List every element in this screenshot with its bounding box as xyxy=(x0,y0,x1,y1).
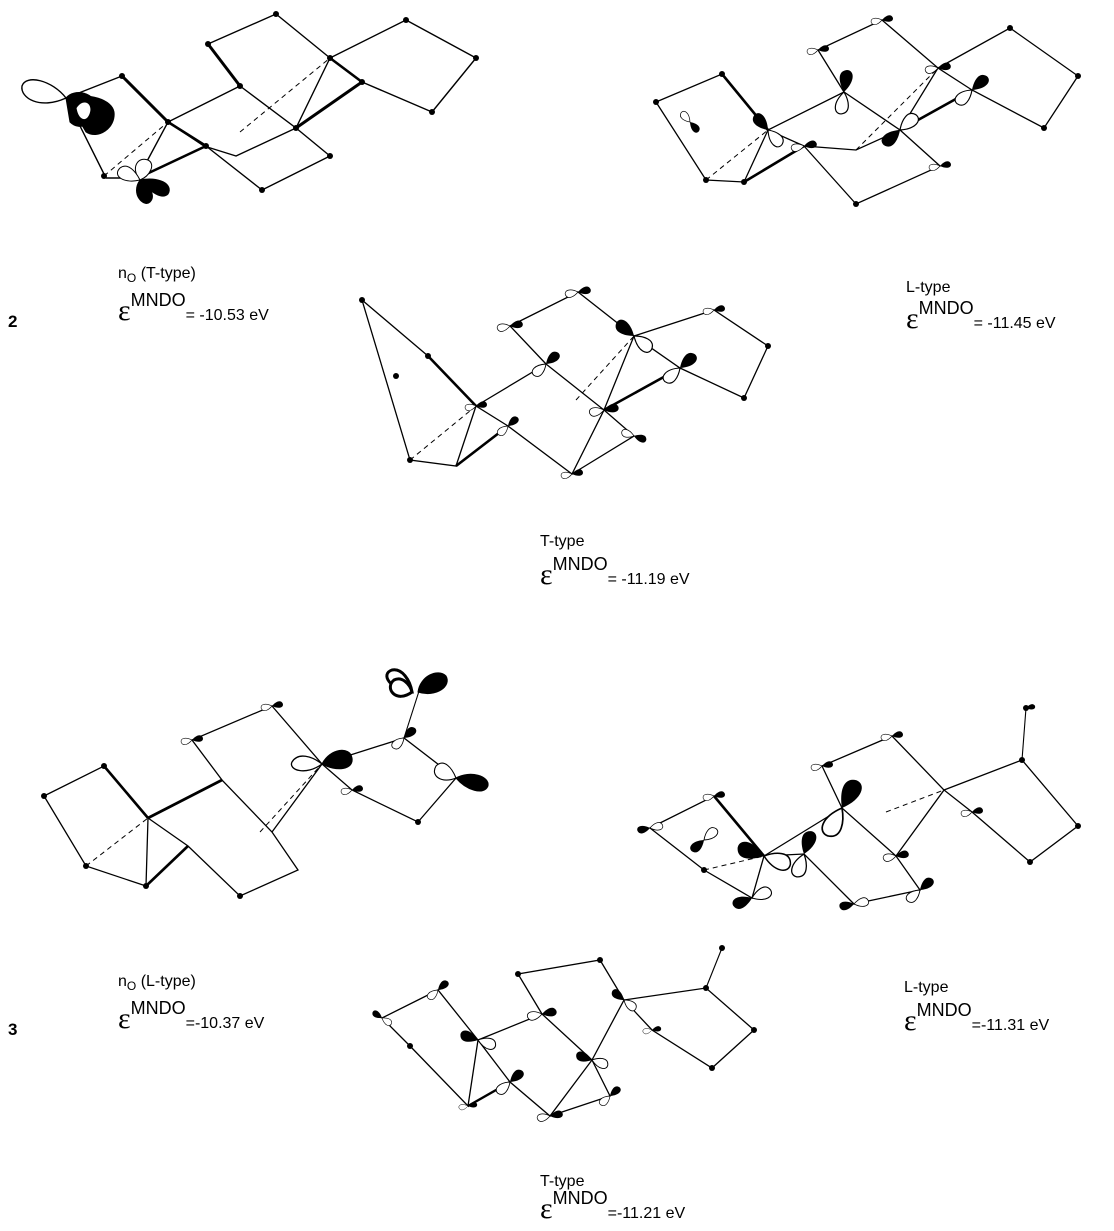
orbital-energy: εMNDO= -11.45 eV xyxy=(906,298,1056,335)
mol-2-L xyxy=(653,15,1081,207)
orbital-energy: εMNDO=-11.21 eV xyxy=(540,1188,686,1225)
compound-number-3: 3 xyxy=(8,1020,18,1039)
orbital-type-label: T-type xyxy=(540,533,585,550)
orbital-type-label: L-type xyxy=(904,979,949,996)
mol-3-L xyxy=(637,704,1081,911)
orbital-energy: εMNDO=-11.31 eV xyxy=(904,1000,1050,1037)
orbital-energy: εMNDO=-10.37 eV xyxy=(118,998,265,1035)
mol-2-nO xyxy=(21,11,479,204)
orbital-type-label: nO (L-type) xyxy=(118,973,196,994)
mol-2-T xyxy=(359,286,771,480)
orbital-type-label: T-type xyxy=(540,1173,585,1190)
orbital-energy: εMNDO= -10.53 eV xyxy=(118,290,269,327)
orbital-energy: εMNDO= -11.19 eV xyxy=(540,554,690,591)
orbital-type-label: nO (T-type) xyxy=(118,265,196,286)
compound-number-2: 2 xyxy=(8,312,18,331)
orbital-type-label: L-type xyxy=(906,279,951,296)
mol-3-nO xyxy=(41,668,489,899)
mol-3-T xyxy=(370,945,757,1122)
